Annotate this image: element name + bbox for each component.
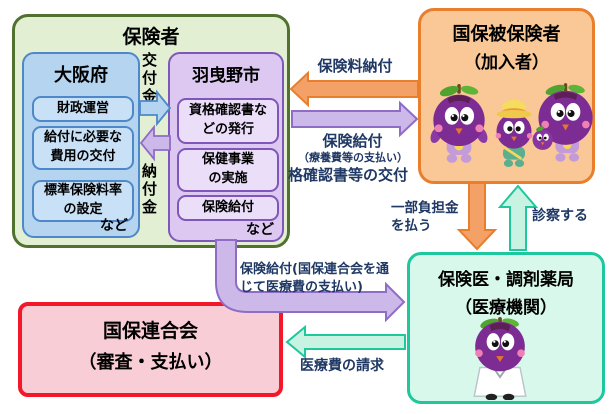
- osaka-etc: など: [100, 218, 128, 234]
- osaka-title: 大阪府: [54, 65, 108, 86]
- examination-label: 診察する: [532, 208, 588, 224]
- grant-money-label: 交付金: [140, 52, 158, 106]
- premium-payment-label: 保険料納付: [317, 57, 393, 75]
- medical-subtitle: （医療機関）: [455, 298, 557, 318]
- habikino-item-certificate: 資格確認書な どの発行: [177, 98, 279, 144]
- federation-box: 国保連合会 （審査・支払い）: [18, 302, 283, 397]
- mascot-doctor-icon: [473, 316, 527, 400]
- habikino-etc: など: [246, 222, 274, 238]
- billing-label: 医療費の請求: [300, 358, 384, 374]
- copayment-down-arrow: [456, 182, 498, 251]
- insurer-group-title: 保険者: [122, 26, 180, 48]
- copayment-label: 一部負担金 を払う: [391, 200, 459, 234]
- habikino-box: 羽曳野市 資格確認書な どの発行 保健事業 の実施 保険給付 など: [168, 52, 284, 242]
- medical-title: 保険医・調剤薬局: [438, 270, 574, 290]
- insured-subtitle: （加入者）: [464, 53, 549, 73]
- examination-up-arrow: [497, 184, 539, 251]
- mascot-baby-icon: [532, 126, 553, 150]
- mascot-parent-icon: [532, 83, 593, 162]
- payment-money-label: 納付金: [140, 163, 158, 217]
- benefit-main-label: 保険給付: [322, 132, 383, 150]
- benefit-via-federation-label: 保険給付(国保連合会を通 じて医療費の支払い): [240, 262, 389, 295]
- habikino-item-health: 保健事業 の実施: [177, 148, 279, 192]
- federation-subtitle: （審査・支払い）: [78, 352, 223, 373]
- mascot-child-icon: [495, 99, 533, 168]
- certificate-issue-label: 格確認書等の交付: [288, 166, 409, 184]
- osaka-box: 大阪府 財政運営 給付に必要な 費用の交付 標準保険料率 の設定 など: [22, 52, 140, 238]
- habikino-item-benefit: 保険給付: [177, 195, 279, 221]
- premium-payment-arrow: [289, 70, 419, 108]
- habikino-title: 羽曳野市: [192, 66, 260, 86]
- mascot-adult-icon: [430, 84, 488, 163]
- benefit-sub-label: （療養費等の支払い）: [298, 151, 408, 164]
- osaka-item-rate: 標準保険料率 の設定: [32, 180, 134, 222]
- osaka-item-grant: 給付に必要な 費用の交付: [32, 126, 134, 170]
- insured-title: 国保被保険者: [452, 24, 561, 45]
- benefit-right-arrow: [291, 100, 419, 138]
- federation-title: 国保連合会: [102, 320, 198, 342]
- billing-left-arrow: [285, 324, 406, 360]
- osaka-item-finance: 財政運営: [32, 96, 134, 122]
